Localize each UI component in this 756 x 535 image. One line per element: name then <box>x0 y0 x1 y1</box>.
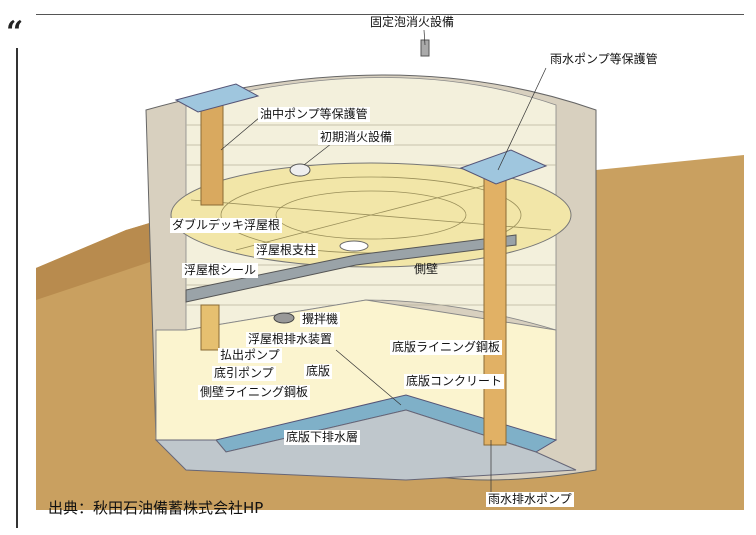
rainwater-cap <box>459 149 548 185</box>
initial-fire-device <box>289 163 311 177</box>
label-bottom-lining: 底版ライニング鋼板 <box>390 340 503 355</box>
tank-diagram <box>36 29 744 510</box>
label-bottom-plate: 底版 <box>304 364 333 379</box>
label-rainwater-pipe: 雨水ポンプ等保護管 <box>548 52 660 67</box>
agitator-device <box>273 312 295 324</box>
roof-hatch <box>339 240 369 252</box>
label-foam-equipment: 固定泡消火設備 <box>368 15 457 30</box>
label-initial-fire: 初期消火設備 <box>318 130 395 145</box>
oil-pump-cap <box>174 83 260 113</box>
under-drain-layer <box>154 409 577 481</box>
label-drain-device: 浮屋根排水装置 <box>246 332 335 347</box>
label-bottom-concrete: 底版コンクリート <box>404 374 505 389</box>
label-roof-support: 浮屋根支柱 <box>254 243 319 258</box>
label-bottom-pump: 底引ポンプ <box>212 366 276 381</box>
label-double-deck-roof: ダブルデッキ浮屋根 <box>170 218 283 233</box>
quote-mark: “ <box>6 15 24 50</box>
quote-bar <box>16 48 18 528</box>
rainwater-pipe <box>483 164 507 446</box>
label-oil-pump-pipe: 油中ポンプ等保護管 <box>258 107 370 122</box>
label-roof-seal: 浮屋根シール <box>182 263 259 278</box>
roof-deck <box>185 234 517 303</box>
label-discharge-pump: 払出ポンプ <box>218 348 282 363</box>
label-agitator: 攪拌機 <box>300 312 341 327</box>
source-caption: 出典：秋田石油備蓄株式会社HP <box>48 499 264 517</box>
oil-pump-pipe <box>200 104 224 206</box>
top-rule <box>36 14 744 15</box>
pump-column <box>200 304 220 351</box>
label-under-drain: 底版下排水層 <box>284 430 361 445</box>
label-rain-drain-pump: 雨水排水ポンプ <box>486 492 574 507</box>
label-side-wall: 側壁 <box>414 262 439 276</box>
label-wall-lining: 側壁ライニング鋼板 <box>198 385 311 400</box>
